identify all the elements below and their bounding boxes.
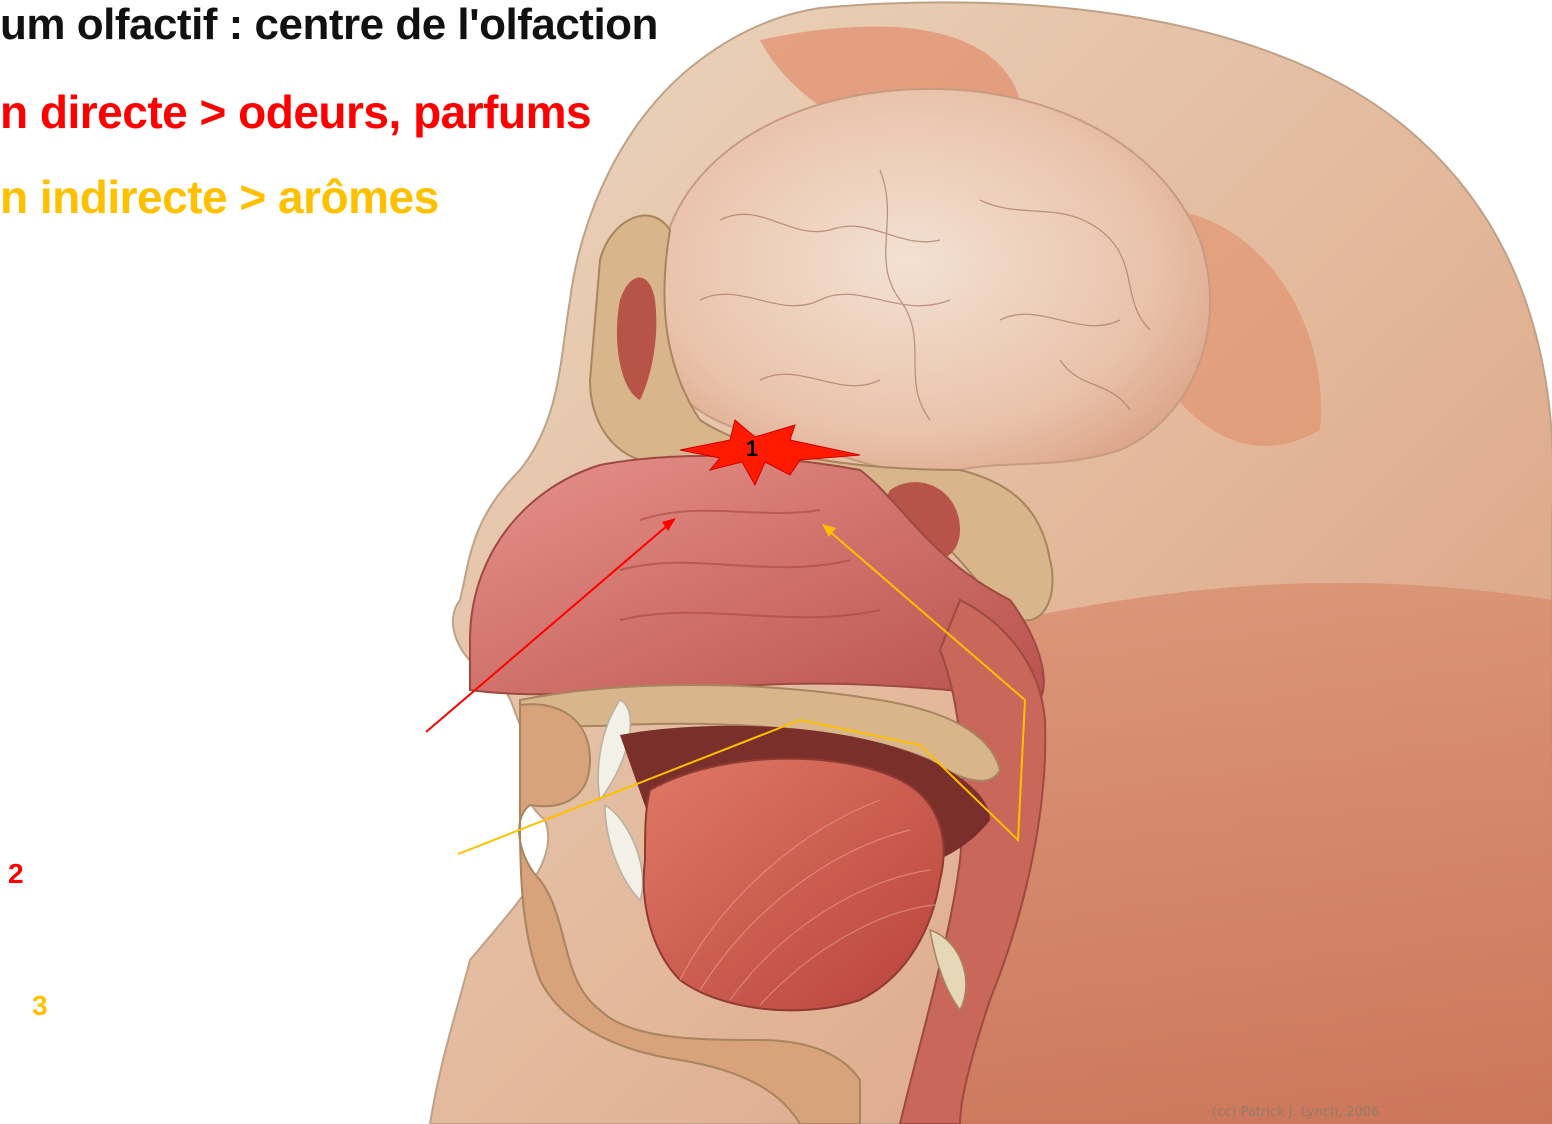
heading-line-indirect: n indirecte > arômes <box>0 170 439 224</box>
heading-line-direct: n directe > odeurs, parfums <box>0 85 591 139</box>
marker-2: 2 <box>8 858 24 890</box>
heading-line-olfactory: um olfactif : centre de l'olfaction <box>0 0 658 50</box>
marker-3: 3 <box>32 990 48 1022</box>
marker-1: 1 <box>746 436 758 461</box>
illustration-credit: (cc) Patrick J. Lynch, 2006 <box>1212 1105 1379 1120</box>
